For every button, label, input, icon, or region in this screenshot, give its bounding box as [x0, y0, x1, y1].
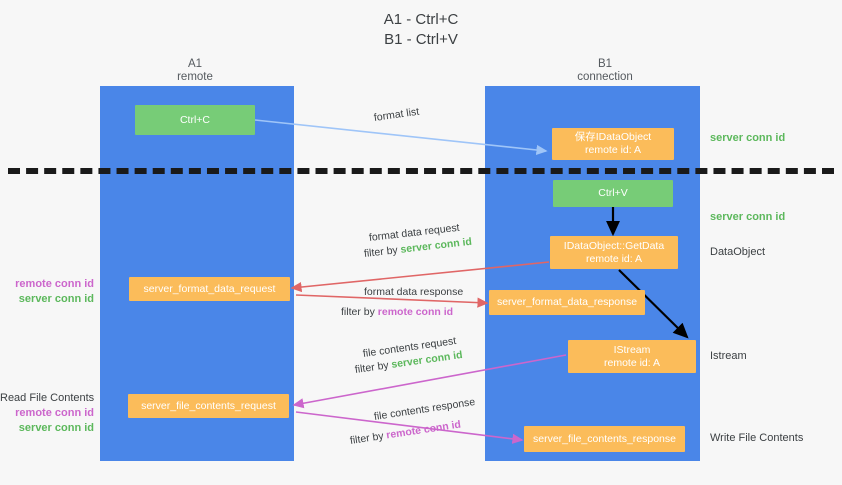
node-istream-line2: remote id: A	[603, 356, 661, 369]
node-istream[interactable]: IStream remote id: A	[568, 340, 696, 373]
edge-label-format-data-response-filter: filter by remote conn id	[341, 305, 453, 319]
right-label-server-conn-id-mid: server conn id	[710, 210, 785, 225]
node-ctrl-v-label: Ctrl+V	[598, 187, 628, 199]
right-label-server-conn-id-top-text: server conn id	[710, 132, 786, 144]
node-server-file-contents-request-label: server_file_contents_request	[141, 399, 276, 412]
node-server-file-contents-response[interactable]: server_file_contents_response	[524, 426, 685, 452]
right-label-dataobject: DataObject	[710, 245, 765, 260]
left-label-remote-conn-id-1: remote conn id	[15, 278, 94, 290]
lane-header-a1-sub: remote	[177, 71, 213, 83]
edge-label-file-contents-response-text: file contents response	[373, 395, 476, 423]
title-line-2: B1 - Ctrl+V	[384, 31, 458, 48]
right-label-server-conn-id-top: server conn id	[710, 131, 785, 146]
phase-divider	[8, 168, 834, 174]
lane-header-b1-name: B1	[597, 58, 613, 70]
left-label-read-file-contents-group: Read File Contents remote conn id server…	[0, 391, 94, 436]
left-label-server-conn-id-2: server conn id	[18, 422, 94, 434]
edge-label-format-list: format list	[373, 105, 420, 125]
right-label-dataobject-text: DataObject	[710, 246, 766, 258]
edge-label-format-data-response-text: format data response	[364, 286, 464, 298]
lane-header-b1-sub: connection	[577, 71, 633, 83]
node-ctrl-c-label: Ctrl+C	[179, 113, 211, 126]
lane-header-a1-name: A1	[187, 58, 203, 70]
node-server-file-contents-request[interactable]: server_file_contents_request	[128, 394, 289, 418]
node-getdata-line1: IDataObject::GetData	[563, 239, 665, 252]
filter-prefix: filter by	[363, 243, 402, 260]
edge-label-file-contents-response-filter: filter by remote conn id	[349, 418, 462, 448]
remote-conn-id-key: remote conn id	[377, 306, 454, 318]
node-ctrl-v[interactable]: Ctrl+V	[553, 180, 673, 207]
edge-label-format-data-response: format data response	[364, 285, 463, 299]
left-label-server-conn-id-1: server conn id	[18, 293, 94, 305]
node-server-file-contents-response-label: server_file_contents_response	[532, 432, 676, 445]
edge-label-file-contents-response: file contents response	[373, 395, 476, 424]
right-label-istream: Istream	[710, 349, 747, 364]
right-label-istream-text: Istream	[710, 350, 747, 362]
node-ctrl-c[interactable]: Ctrl+C	[135, 105, 255, 135]
right-label-write-file-contents-text: Write File Contents	[710, 432, 804, 444]
node-server-format-data-request[interactable]: server_format_data_request	[129, 277, 290, 301]
edge-label-format-list-text: format list	[373, 105, 420, 124]
node-server-format-data-response-label: server_format_data_response	[496, 296, 638, 308]
left-label-conn-ids-format: remote conn id server conn id	[0, 277, 94, 307]
right-label-write-file-contents: Write File Contents	[710, 431, 803, 446]
node-server-format-data-response[interactable]: server_format_data_response	[489, 290, 645, 315]
filter-prefix: filter by	[341, 306, 378, 318]
node-save-dataobject-line2: remote id: A	[584, 144, 642, 156]
title-line-1: A1 - Ctrl+C	[383, 11, 459, 28]
node-getdata-line2: remote id: A	[585, 252, 643, 265]
filter-prefix: filter by	[349, 429, 388, 447]
right-label-server-conn-id-mid-text: server conn id	[710, 211, 786, 223]
left-label-remote-conn-id-2: remote conn id	[15, 407, 94, 419]
node-save-dataobject-line1: 保存IDataObject	[574, 131, 652, 143]
remote-conn-id-key: remote conn id	[385, 418, 462, 442]
lane-header-a1: A1 remote	[140, 58, 250, 84]
node-save-dataobject[interactable]: 保存IDataObject remote id: A	[552, 128, 674, 160]
left-label-read-file-contents: Read File Contents	[0, 392, 95, 404]
node-istream-line1: IStream	[613, 343, 651, 356]
filter-prefix: filter by	[354, 358, 393, 376]
diagram-title: A1 - Ctrl+C B1 - Ctrl+V	[0, 10, 842, 50]
node-server-format-data-request-label: server_format_data_request	[143, 282, 276, 295]
lane-header-b1: B1 connection	[550, 58, 660, 84]
node-getdata[interactable]: IDataObject::GetData remote id: A	[550, 236, 678, 269]
